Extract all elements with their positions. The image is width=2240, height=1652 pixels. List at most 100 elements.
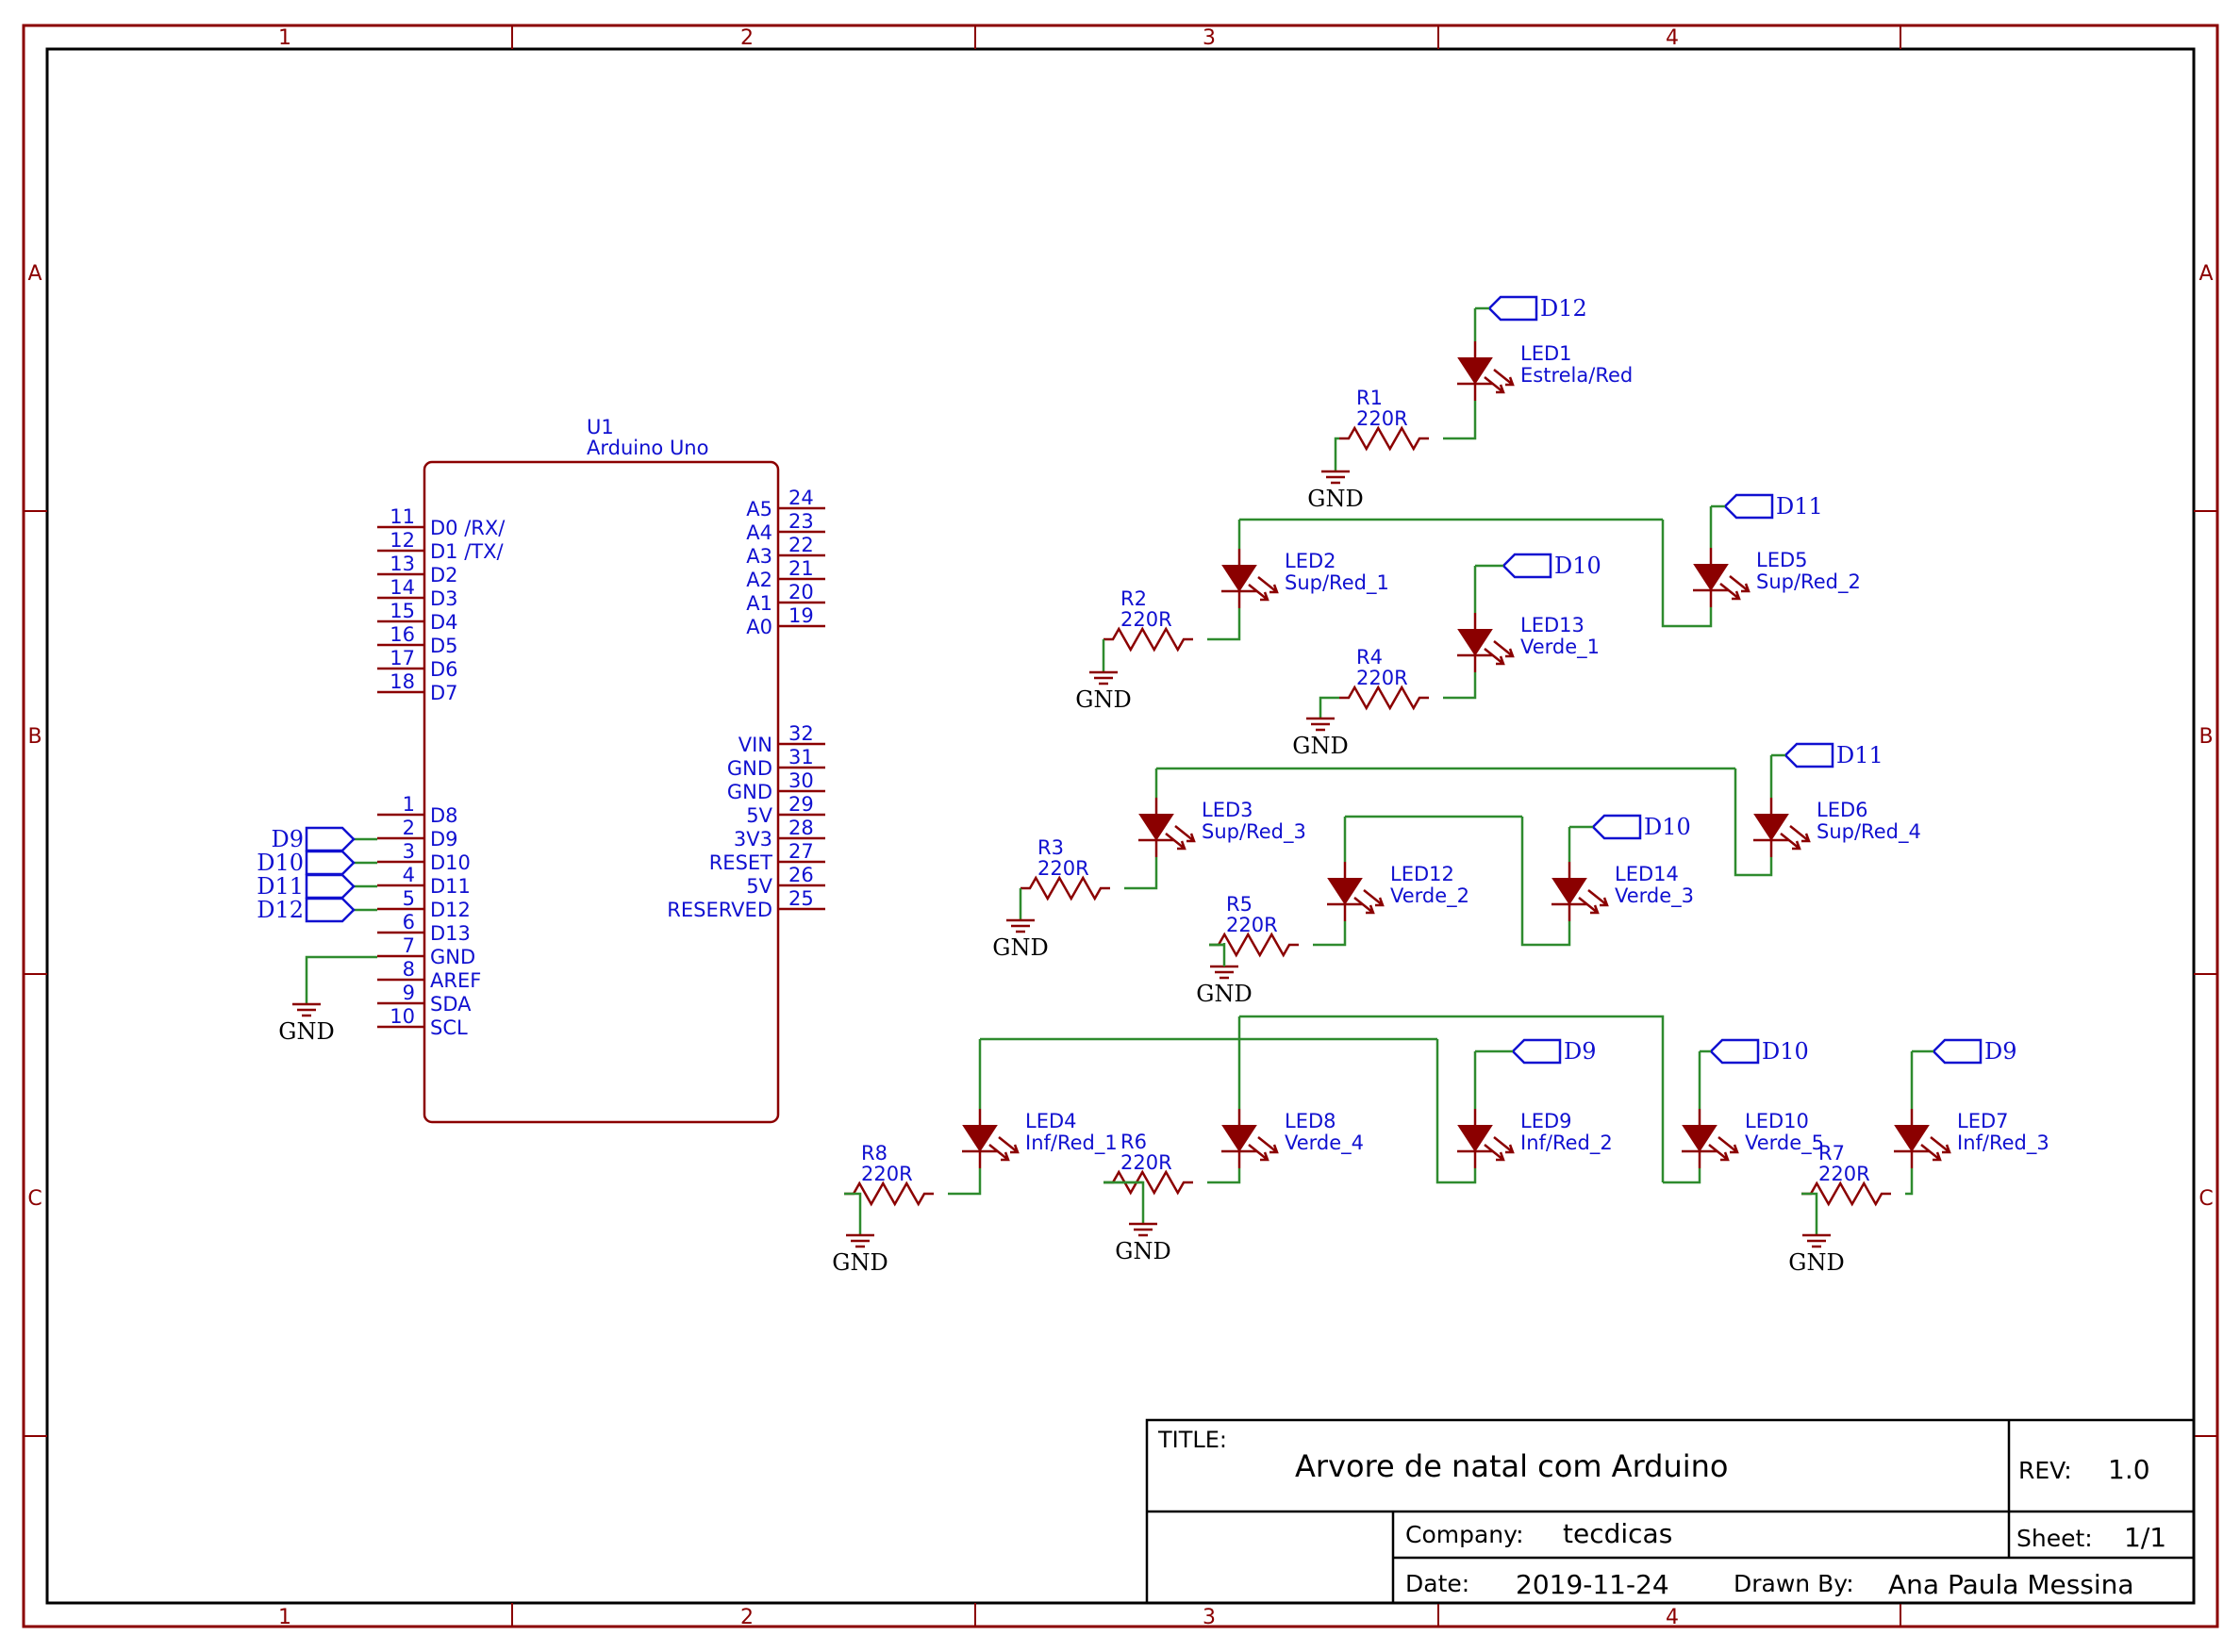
net-flag-d11: D11 [1723, 493, 1823, 520]
arduino-pin-number: 23 [788, 510, 814, 533]
arduino-pin-name: A2 [746, 569, 772, 591]
resistor-value: 220R [1818, 1163, 1870, 1185]
wire [1103, 1181, 1145, 1224]
arduino-pin-name: GND [727, 781, 772, 803]
row-label-left-b: B [27, 725, 41, 749]
resistor-ref: R7 [1818, 1142, 1845, 1165]
arduino-pin-number: 14 [390, 576, 415, 599]
row-label-right-a: A [2199, 262, 2213, 286]
net-flag-d12: D12 [1487, 295, 1587, 322]
net-flag-d10: D10 [1502, 553, 1601, 579]
net-label: D10 [1762, 1038, 1809, 1065]
arduino-pin-number: 8 [403, 958, 415, 981]
arduino-pin-name: D1 /TX/ [430, 540, 504, 563]
wire [1239, 1015, 1665, 1182]
arduino-pin-name: GND [727, 757, 772, 780]
wire [1319, 696, 1339, 719]
arduino-pin-name: A3 [746, 545, 772, 568]
col-label-bottom-2: 2 [740, 1606, 754, 1629]
led-value: Verde_3 [1615, 884, 1694, 908]
title-label: TITLE: [1157, 1427, 1227, 1453]
gnd-symbol-r3: GND [992, 918, 1049, 961]
gnd-label: GND [992, 934, 1048, 961]
resistor-value: 220R [1120, 1151, 1172, 1174]
drawn-by-value: Ana Paula Messina [1888, 1569, 2134, 1600]
arduino-pin-name: A5 [746, 498, 772, 520]
led-value: Verde_5 [1745, 1132, 1824, 1155]
arduino-pin-name: D12 [430, 899, 471, 921]
arduino-pin-name: RESERVED [667, 899, 772, 921]
arduino-pin-number: 27 [788, 840, 814, 863]
wire [1443, 672, 1477, 700]
wire [1313, 921, 1347, 947]
led-ref: LED2 [1285, 550, 1336, 572]
wire [1520, 817, 1571, 947]
wire [1734, 768, 1773, 877]
title-block: TITLE: Arvore de natal com Arduino REV: … [1145, 1418, 2196, 1605]
net-label: D10 [1644, 814, 1691, 840]
resistor-value: 220R [1037, 857, 1089, 880]
led-value: Estrela/Red [1520, 364, 1633, 387]
resistor-ref: R4 [1356, 646, 1383, 669]
arduino-pin-number: 9 [403, 982, 415, 1004]
resistor-ref: R5 [1226, 893, 1253, 916]
arduino-pin-number: 29 [788, 793, 814, 816]
arduino-pin-number: 25 [788, 887, 814, 910]
date-value: 2019-11-24 [1516, 1569, 1669, 1600]
arduino-ref: U1 [587, 416, 614, 438]
gnd-label: GND [1115, 1238, 1170, 1264]
wire [1801, 1192, 1818, 1235]
arduino-pin-name: D13 [430, 922, 471, 945]
arduino-pin-name: D7 [430, 682, 458, 704]
led-ref: LED14 [1615, 863, 1679, 885]
led-value: Inf/Red_1 [1025, 1132, 1118, 1155]
arduino-pin-name: D10 [430, 851, 471, 874]
arduino-pin-name: GND [430, 946, 475, 968]
sheet-value: 1/1 [2124, 1522, 2166, 1553]
arduino-pin-number: 28 [788, 817, 814, 839]
arduino-pin-number: 21 [788, 557, 814, 580]
arduino-pin-name: D8 [430, 804, 458, 827]
led-value: Sup/Red_2 [1756, 570, 1861, 594]
net-label: D12 [1540, 295, 1587, 322]
arduino-pin-number: 1 [403, 793, 415, 816]
arduino-pin-number: 7 [403, 934, 415, 957]
arduino-pin-name: D4 [430, 611, 458, 634]
gnd-label: GND [1292, 733, 1348, 759]
drawing-frame: 1 2 3 4 1 2 3 4 A B C A B C [22, 24, 2219, 1629]
wire [844, 1192, 862, 1235]
arduino-pin-name: D6 [430, 658, 458, 681]
company-value: tecdicas [1563, 1518, 1672, 1549]
arduino-pin-name: A4 [746, 521, 772, 544]
arduino-pin-name: 3V3 [734, 828, 772, 851]
led-value: Inf/Red_2 [1520, 1132, 1613, 1155]
sheet-label: Sheet: [2016, 1525, 2093, 1552]
arduino-pin-number: 32 [788, 722, 814, 745]
net-label: D11 [1776, 493, 1823, 520]
col-label-top-3: 3 [1203, 26, 1216, 50]
led-value: Verde_1 [1520, 636, 1600, 659]
